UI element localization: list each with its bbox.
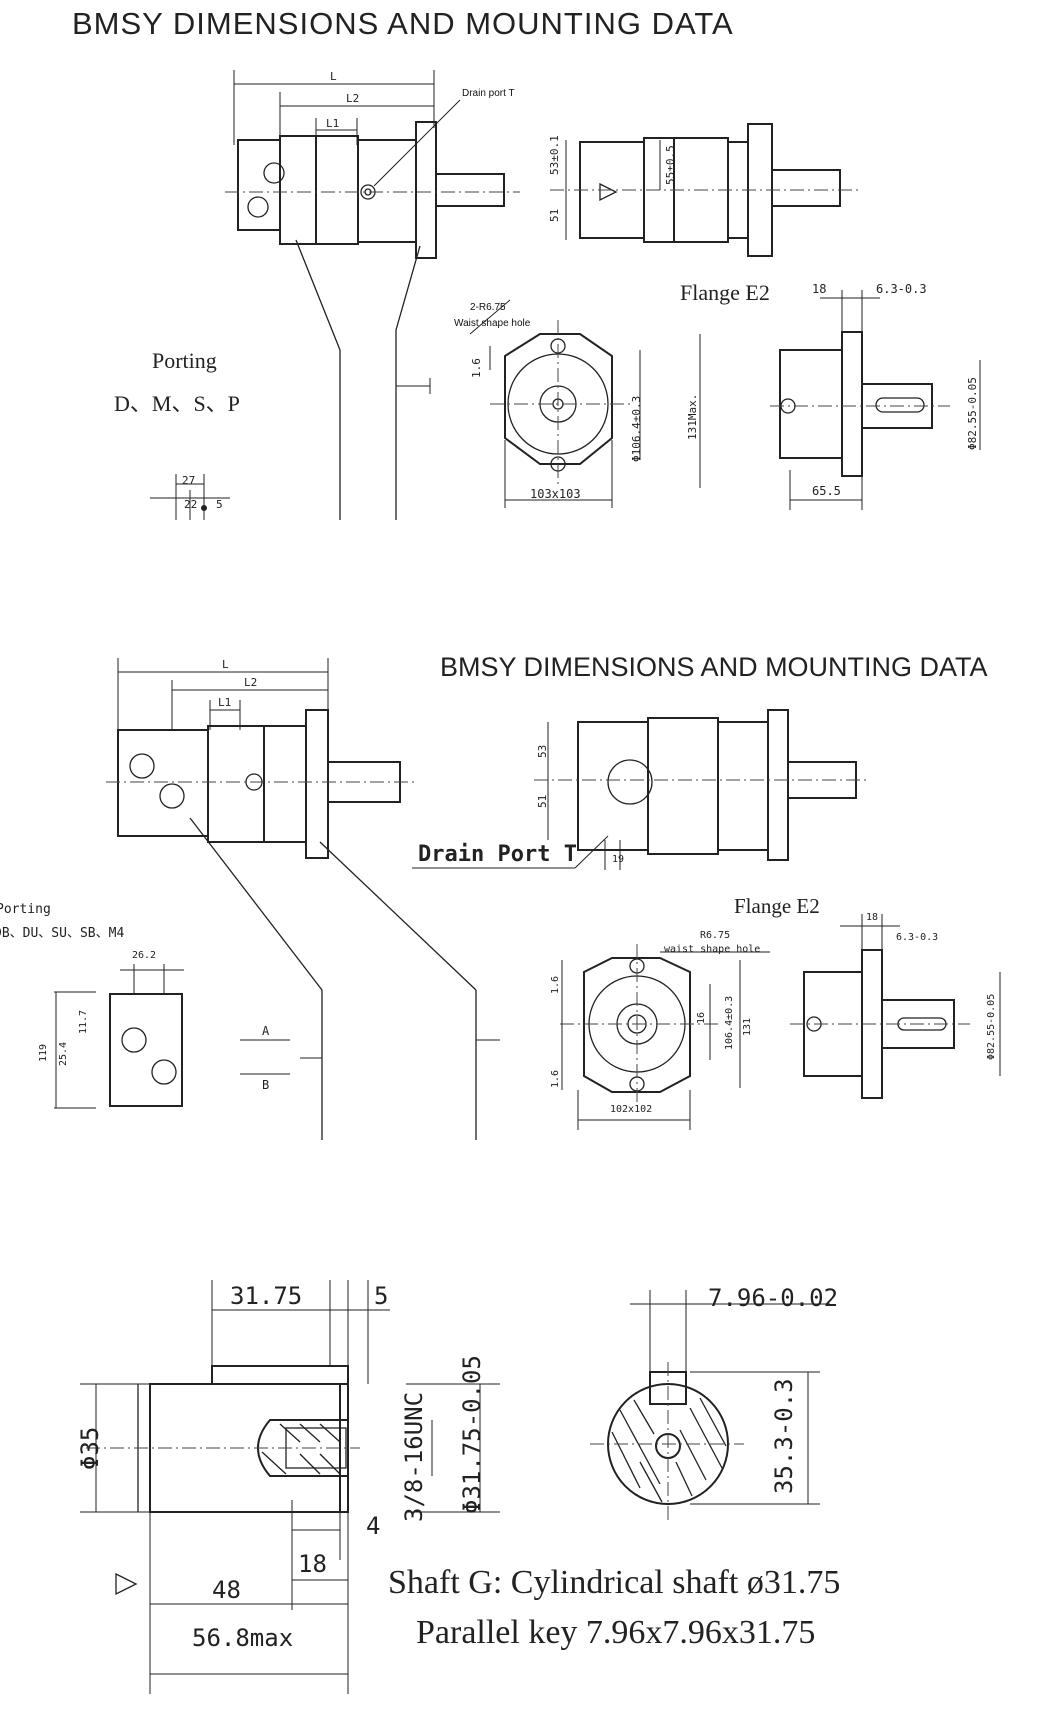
s2-drain-port-label: Drain Port T — [418, 842, 577, 867]
s3-dim-35-3: 35.3-0.3 — [770, 1378, 798, 1494]
s2-dim-L2: L2 — [244, 676, 258, 689]
s2-dim-25-4: 25.4 — [58, 1041, 69, 1066]
s2-side-view — [106, 658, 500, 1140]
s3-dim-31-75: 31.75 — [230, 1282, 303, 1310]
s1-dim-L1: L1 — [326, 117, 340, 130]
s2-dim-6-3: 6.3-0.3 — [896, 932, 939, 943]
s3-dim-48: 48 — [212, 1576, 241, 1604]
s1-dim-6-3: 6.3-0.3 — [876, 282, 927, 296]
s2-dim-1-6b: 1.6 — [550, 1069, 561, 1088]
s2-dim-51: 51 — [536, 794, 549, 808]
s2-porting-values: DB、DU、SU、SB、M4 — [0, 926, 125, 941]
section1-title: BMSY DIMENSIONS AND MOUNTING DATA — [72, 6, 734, 41]
s2-flange-front — [560, 944, 770, 1130]
s1-dim-106-4: Φ106.4±0.3 — [630, 395, 643, 462]
s2-flange-side — [790, 914, 1001, 1099]
s1-dim-r675: 2-R6.75 — [470, 302, 506, 313]
s2-dim-L: L — [222, 658, 229, 671]
s2-dim-11-7: 11.7 — [78, 1009, 89, 1034]
s2-flange-label: Flange E2 — [734, 894, 820, 918]
s1-dim-55: 55±0.5 — [664, 145, 677, 185]
s1-dim-65-5: 65.5 — [812, 484, 841, 498]
s1-dim-51: 51 — [548, 208, 561, 222]
s1-flange-front — [469, 299, 701, 508]
s3-caption-line1: Shaft G: Cylindrical shaft ø31.75 — [388, 1564, 841, 1601]
s3-dim-phi35: Φ35 — [76, 1426, 104, 1470]
s1-dim-5: 5 — [216, 498, 223, 511]
s2-dim-119: 119 — [38, 1043, 49, 1062]
s1-porting-label: Porting — [152, 348, 217, 373]
s1-dim-22: 22 — [184, 498, 198, 511]
s2-dim-18: 18 — [866, 912, 879, 923]
s1-porting-dims — [150, 474, 230, 520]
s2-dim-26-2: 26.2 — [132, 950, 157, 961]
s2-dim-1-6a: 1.6 — [550, 975, 561, 994]
s3-dim-4: 4 — [366, 1512, 381, 1540]
s3-shaft-section — [590, 1290, 830, 1520]
s1-waist-label: Waist shape hole — [454, 318, 531, 329]
s1-dim-1-6: 1.6 — [470, 358, 483, 378]
s2-dim-L1: L1 — [218, 696, 232, 709]
s1-dim-82-55: Φ82.55-0.05 — [966, 377, 979, 450]
s1-side-view-2 — [550, 123, 860, 257]
s2-port-a: A — [262, 1024, 270, 1038]
s3-dim-phi31-75: Φ31.75-0.05 — [458, 1355, 486, 1514]
s1-dim-27: 27 — [182, 474, 196, 487]
s2-dim-106-4: 106.4±0.3 — [724, 995, 735, 1050]
s3-dim-56-8max: 56.8max — [192, 1624, 294, 1652]
s1-dim-18: 18 — [812, 282, 827, 296]
s2-dim-102: 102x102 — [610, 1104, 653, 1115]
s3-caption-line2: Parallel key 7.96x7.96x31.75 — [416, 1614, 816, 1651]
s1-flange-label: Flange E2 — [680, 280, 770, 305]
s1-dim-103: 103x103 — [530, 487, 581, 501]
s3-dim-18: 18 — [298, 1550, 327, 1578]
s1-dim-L: L — [330, 70, 337, 83]
s2-port-b: B — [262, 1078, 270, 1092]
s2-porting-view — [54, 964, 290, 1109]
s2-dim-82-55: Φ82.55-0.05 — [986, 993, 997, 1060]
s2-porting-label: Porting — [0, 902, 51, 917]
s2-dim-16: 16 — [696, 1011, 707, 1024]
s2-dim-131: 131 — [742, 1017, 753, 1036]
s1-drain-port-label: Drain port T — [462, 88, 515, 99]
s2-dim-r675: R6.75 — [700, 930, 731, 941]
s2-dim-53: 53 — [536, 744, 549, 758]
s3-dim-5: 5 — [374, 1282, 389, 1310]
s2-waist-label: waist shape hole — [664, 944, 761, 955]
s3-dim-3-8-16unc: 3/8-16UNC — [400, 1391, 428, 1522]
s2-dim-19: 19 — [612, 854, 625, 865]
section2-title: BMSY DIMENSIONS AND MOUNTING DATA — [440, 652, 988, 682]
s1-dim-53: 53±0.1 — [548, 135, 561, 175]
s3-shaft-view — [80, 1280, 500, 1694]
s1-dim-L2: L2 — [346, 92, 360, 105]
s1-dim-131: 131Max. — [686, 393, 699, 440]
s1-porting-values: D、M、S、P — [114, 391, 240, 416]
s1-side-view — [225, 70, 520, 520]
s2-side-view-2 — [412, 709, 870, 870]
s1-flange-side — [770, 290, 981, 510]
s3-dim-7-96: 7.96-0.02 — [708, 1284, 839, 1312]
